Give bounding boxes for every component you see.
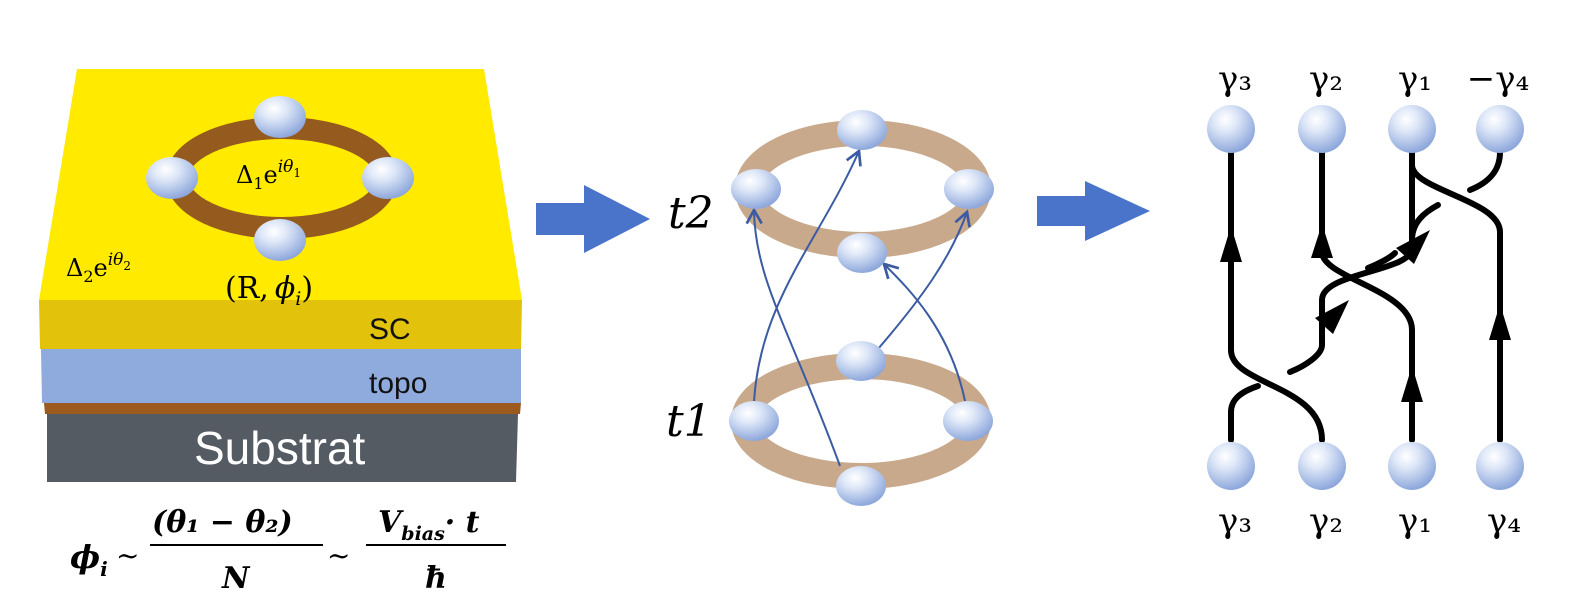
majorana-sphere	[836, 466, 886, 506]
majorana-sphere	[1476, 105, 1524, 153]
top-label-minus-gamma4: −γ₄	[1467, 59, 1529, 99]
majorana-sphere	[1298, 105, 1346, 153]
svg-text:ϕi: ϕi	[70, 538, 108, 581]
sc-layer-side	[39, 300, 522, 349]
sc-layer-label: SC	[369, 313, 411, 346]
majorana-sphere	[1207, 105, 1255, 153]
majorana-sphere	[254, 96, 306, 138]
braid-strands	[1228, 147, 1503, 443]
exchange-arrow	[877, 209, 971, 350]
braid-arrowheads	[1220, 224, 1511, 402]
block-arrow	[536, 185, 650, 253]
majorana-sphere	[836, 341, 886, 381]
majorana-sphere	[1476, 442, 1524, 490]
ring-t1	[731, 353, 991, 489]
majorana-sphere	[1207, 442, 1255, 490]
formula-denominator-1: N	[221, 561, 251, 596]
device-panel: Δ1eiθ1 Δ2eiθ2 (R,ϕi) SC topo Substrat	[39, 69, 522, 482]
time-label-t2: t2	[668, 188, 714, 239]
topo-layer-label: topo	[369, 367, 427, 400]
majorana-sphere	[1298, 442, 1346, 490]
bottom-label-gamma3: γ₃	[1218, 501, 1252, 541]
block-arrow	[1037, 181, 1150, 241]
formula-phi: ϕ	[70, 538, 100, 576]
inner-gap-label: Δ1eiθ1	[236, 157, 301, 193]
braid-panel: γ₃ γ₂ γ₁ −γ₄ γ₃ γ₂ γ₁ γ₄	[1207, 59, 1529, 541]
phase-formula: ϕi ~ (θ₁ − θ₂) N ~ Vbias· t ħ	[70, 505, 506, 596]
outer-gap-label: Δ2eiθ2	[66, 250, 131, 286]
majorana-sphere	[837, 110, 887, 150]
formula-tilde-2: ~	[327, 539, 350, 572]
formula-numerator-2: Vbias· t	[378, 505, 480, 545]
majorana-sphere	[837, 233, 887, 273]
bottom-label-gamma2: γ₂	[1309, 501, 1343, 541]
bottom-label-gamma4: γ₄	[1487, 501, 1521, 541]
formula-denominator-2: ħ	[425, 561, 447, 596]
formula-numerator-1: (θ₁ − θ₂)	[152, 505, 293, 540]
majorana-sphere	[1388, 105, 1436, 153]
bottom-label-gamma1: γ₁	[1398, 501, 1432, 541]
top-label-gamma1: γ₁	[1398, 59, 1432, 99]
top-label-gamma2: γ₂	[1309, 59, 1343, 99]
majorana-sphere	[254, 219, 306, 261]
time-evolution-panel: t2 t1	[666, 110, 994, 506]
exchange-arrow	[882, 262, 966, 402]
majorana-sphere	[1388, 442, 1436, 490]
majorana-sphere	[729, 401, 779, 441]
interlayer	[44, 403, 521, 414]
majorana-sphere	[146, 157, 198, 199]
formula-phi-sub: i	[100, 557, 108, 581]
sc-layer-top	[39, 69, 522, 300]
exchange-arrow	[745, 207, 841, 467]
position-label: (R,ϕi)	[225, 271, 313, 310]
substrate-layer-label: Substrat	[194, 422, 366, 474]
exchange-arrow	[753, 148, 862, 403]
majorana-sphere	[731, 169, 781, 209]
time-label-t1: t1	[666, 396, 712, 447]
majorana-sphere	[944, 169, 994, 209]
substrate-layer	[47, 414, 518, 482]
formula-tilde-1: ~	[116, 539, 139, 572]
majorana-sphere	[943, 401, 993, 441]
majorana-sphere	[362, 157, 414, 199]
top-label-gamma3: γ₃	[1218, 59, 1252, 99]
topo-layer	[41, 349, 521, 403]
